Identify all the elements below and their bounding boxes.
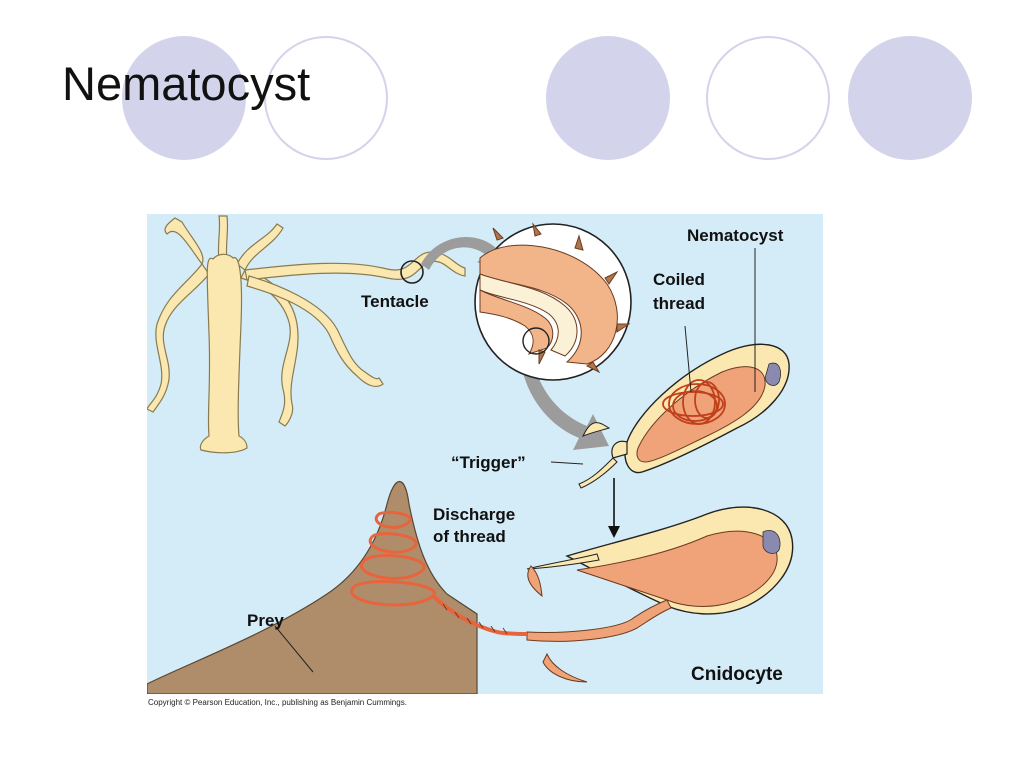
hydra-illustration [147,215,466,454]
decorative-circle-3 [546,36,670,160]
label-discharge-line1: Discharge [433,505,515,524]
tentacle-cross-section [479,222,631,374]
decorative-circle-5 [848,36,972,160]
nematocyst-diagram: Tentacle Nematocyst Coiled thread “Trigg… [147,214,823,694]
cnidocyte-discharged [526,506,794,683]
prey-illustration [147,481,528,694]
coiled-thread [662,379,726,425]
cnidocyte-coiled [578,343,790,489]
label-tentacle: Tentacle [361,292,429,311]
tentacle-magnifier-ring [400,260,424,284]
label-coiled-line2: thread [653,294,705,313]
prey-thread-trail [431,594,528,636]
copyright-notice: Copyright © Pearson Education, Inc., pub… [148,698,407,707]
decorative-circle-1 [122,36,246,160]
prey-leader [274,625,314,673]
decorative-circle-2 [264,36,388,160]
label-trigger: “Trigger” [451,453,526,472]
slide-title: Nematocyst [62,57,311,110]
trigger-leader [550,461,584,465]
label-cnidocyte: Cnidocyte [691,664,783,685]
prey-thread-barbs [442,603,508,635]
cnidocyte-magnifier-ring [522,327,550,355]
discharge-arrow-head [608,526,620,538]
prey-wrapped-thread [350,510,436,607]
decorative-circle-4 [706,36,830,160]
label-nematocyst: Nematocyst [687,226,784,245]
coiled-thread-leader [684,325,692,393]
label-discharge-line2: of thread [433,527,506,546]
label-prey: Prey [247,611,284,630]
label-coiled-line1: Coiled [653,270,705,289]
